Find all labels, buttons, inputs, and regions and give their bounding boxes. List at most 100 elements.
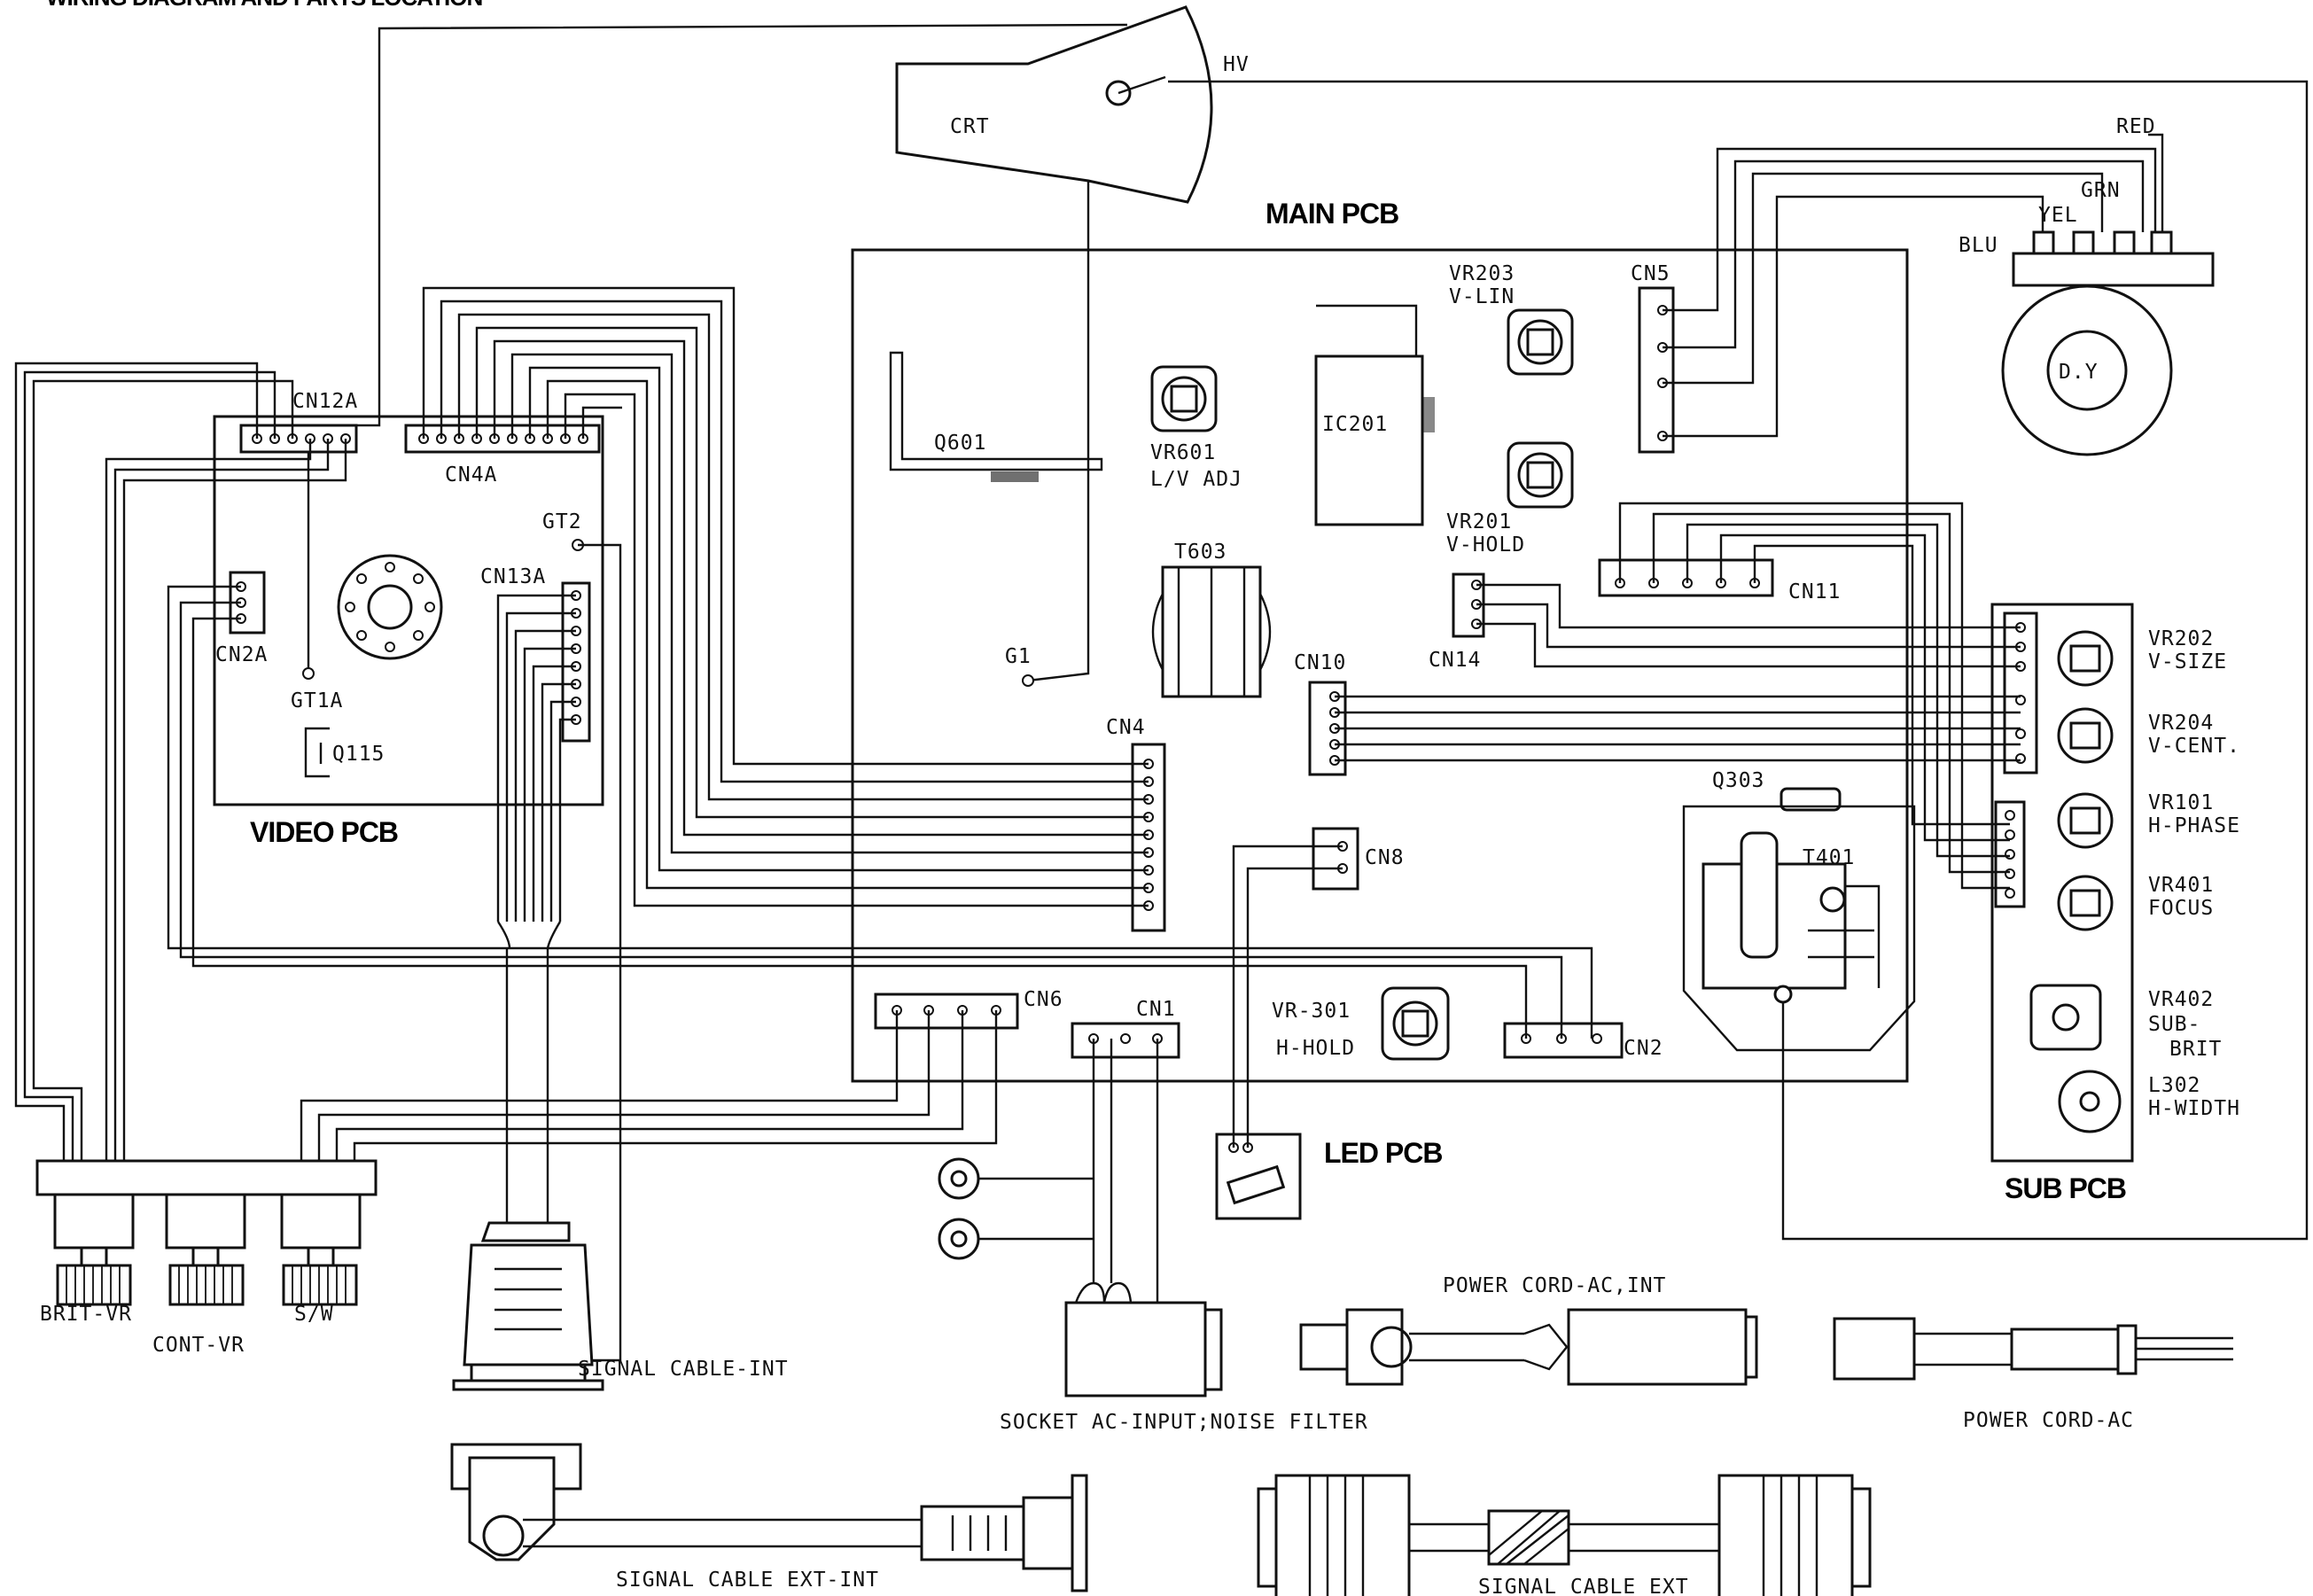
dy-label: D.Y <box>2059 361 2099 384</box>
power-cord-ac-int: POWER CORD-AC,INT <box>1299 1274 1758 1386</box>
vr204-function: V-CENT. <box>2148 735 2240 758</box>
gt1a-label: GT1A <box>291 689 343 712</box>
l302-label: L302 <box>2148 1074 2200 1097</box>
gt2-wire <box>567 543 622 1362</box>
dy-wiring <box>1663 147 2157 438</box>
vr401-pot: VR401 FOCUS <box>2057 874 2214 931</box>
vr402-function-2: BRIT <box>2169 1038 2222 1061</box>
q115-transistor: Q115 <box>304 727 384 778</box>
crt-socket <box>337 554 443 660</box>
dy-yel-label: YEL <box>2038 204 2078 227</box>
front-controls: BRIT-VR CONT-VR S/W <box>35 1159 378 1357</box>
dy-red-label: RED <box>2116 115 2156 138</box>
vr101-label: VR101 <box>2148 791 2214 814</box>
cn11-connector: CN11 <box>1598 558 1841 603</box>
flyback-area: Q303 T401 <box>1682 769 1916 1052</box>
cn11-label: CN11 <box>1788 580 1841 603</box>
cn8-connector: CN8 <box>1312 827 1405 891</box>
signal-cable-ext-int-label: SIGNAL CABLE EXT-INT <box>616 1569 879 1592</box>
ic201: IC201 <box>1314 304 1435 526</box>
signal-cable-ext-label: SIGNAL CABLE EXT <box>1478 1576 1689 1596</box>
vr101-function: H-PHASE <box>2148 814 2240 837</box>
deflection-yoke: D.Y BLU YEL GRN RED <box>1959 115 2215 456</box>
cn5-label: CN5 <box>1631 262 1670 285</box>
sub-pcb-board <box>1990 603 2134 1163</box>
vr203-pot: VR203 V-LIN <box>1449 262 1574 376</box>
cn4a-connector: CN4A <box>404 424 601 487</box>
cn1-connector: CN1 <box>1071 998 1180 1059</box>
cn5-connector: CN5 <box>1631 262 1675 454</box>
power-cord-ac: POWER CORD-AC <box>1833 1317 2233 1432</box>
l302-coil: L302 H-WIDTH <box>2058 1070 2240 1133</box>
power-cord-ac-label: POWER CORD-AC <box>1963 1409 2134 1432</box>
crt-label: CRT <box>950 115 990 138</box>
cn10-label: CN10 <box>1294 651 1346 674</box>
vr204-pot: VR204 V-CENT. <box>2057 707 2240 764</box>
hv-label: HV <box>1223 53 1250 76</box>
signal-connector-int: SIGNAL CABLE-INT <box>452 1221 789 1391</box>
dy-grn-label: GRN <box>2081 179 2121 202</box>
t401-label: T401 <box>1803 846 1855 869</box>
cn8-label: CN8 <box>1365 846 1405 869</box>
vr204-label: VR204 <box>2148 712 2214 735</box>
main-pcb-label: MAIN PCB <box>1266 198 1398 230</box>
cn13a-connector: CN13A <box>480 565 591 743</box>
cn13a-label: CN13A <box>480 565 546 588</box>
g1-label: G1 <box>1005 645 1032 668</box>
cn4-label: CN4 <box>1106 716 1146 739</box>
t603-transformer: T603 <box>1151 541 1272 698</box>
gt2-label: GT2 <box>542 510 582 533</box>
cont-vr-label: CONT-VR <box>152 1334 245 1357</box>
vr402-label: VR402 <box>2148 988 2214 1011</box>
cn6-label: CN6 <box>1024 988 1063 1011</box>
cn2-connector: CN2 <box>1503 1022 1663 1060</box>
cn2a-label: CN2A <box>215 643 268 666</box>
signal-cable-int-label: SIGNAL CABLE-INT <box>578 1358 789 1381</box>
g1-wire <box>1027 182 1090 682</box>
t603-label: T603 <box>1174 541 1227 564</box>
video-pcb-label: VIDEO PCB <box>250 816 398 848</box>
cn14-connector: CN14 <box>1429 572 1485 672</box>
vr401-function: FOCUS <box>2148 897 2214 920</box>
sw-label: S/W <box>294 1303 334 1326</box>
cn12a-label: CN12A <box>292 390 358 413</box>
cn4a-cn4-harness <box>422 286 1149 907</box>
gt1a-terminal <box>302 667 315 680</box>
vr201-label: VR201 <box>1446 510 1512 533</box>
sub-pcb-connectors <box>1994 611 2038 908</box>
ic201-label: IC201 <box>1322 413 1388 436</box>
cn12a-connector: CN12A <box>239 390 358 454</box>
page-title: WIRING DIAGRAM AND PARTS LOCATION <box>46 0 482 11</box>
sub-pcb-wiring <box>1335 502 2021 890</box>
signal-harness <box>496 594 576 1223</box>
vr201-function: V-HOLD <box>1446 533 1525 557</box>
vr402-function: SUB- <box>2148 1013 2200 1036</box>
vr101-pot: VR101 H-PHASE <box>2057 791 2240 849</box>
ground-lugs <box>938 1039 1159 1312</box>
vr203-label: VR203 <box>1449 262 1515 285</box>
dy-blu-label: BLU <box>1959 234 1998 257</box>
cn4a-label: CN4A <box>445 463 497 487</box>
front-controls-wiring <box>14 362 1593 1161</box>
cn4-connector: CN4 <box>1106 716 1166 932</box>
crt: CRT HV <box>895 5 1250 204</box>
vr202-function: V-SIZE <box>2148 650 2227 673</box>
ac-socket-noise-filter: SOCKET AC-INPUT;NOISE FILTER <box>1000 1281 1367 1434</box>
vr402-pot: VR402 SUB- BRIT <box>2029 984 2222 1061</box>
crt-neck-wire <box>307 23 1128 673</box>
l302-function: H-WIDTH <box>2148 1097 2240 1120</box>
vr203-function: V-LIN <box>1449 285 1515 308</box>
hv-wire <box>1168 80 2309 1241</box>
vr601-pot: VR601 L/V ADJ <box>1150 365 1242 491</box>
vr301-function: H-HOLD <box>1276 1037 1355 1060</box>
q601: Q601 <box>889 351 1103 482</box>
cn14-label: CN14 <box>1429 649 1481 672</box>
vr202-label: VR202 <box>2148 627 2214 650</box>
signal-cable-ext: SIGNAL CABLE EXT <box>1257 1474 1872 1596</box>
led-pcb-label: LED PCB <box>1324 1137 1442 1169</box>
cn2-label: CN2 <box>1624 1037 1663 1060</box>
video-pcb-board <box>213 415 604 806</box>
cn6-connector: CN6 <box>874 988 1063 1030</box>
sub-pcb-label: SUB PCB <box>2005 1172 2126 1204</box>
